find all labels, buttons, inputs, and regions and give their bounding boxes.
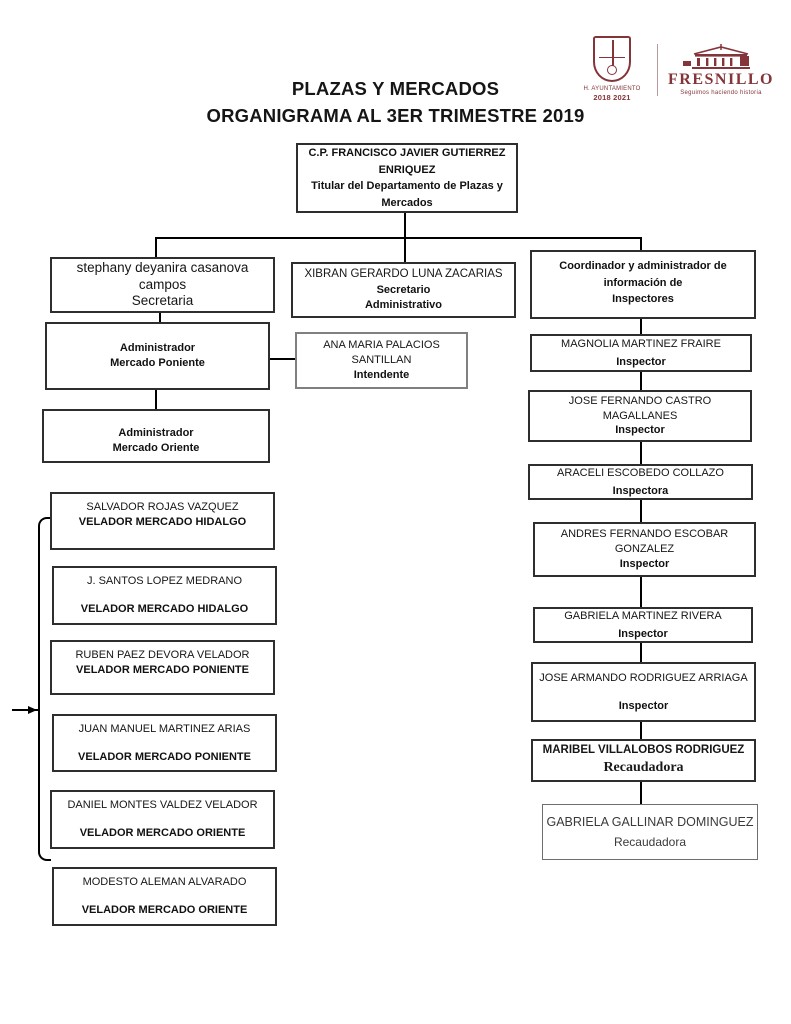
- org-box-inspector-6: JOSE ARMANDO RODRIGUEZ ARRIAGA Inspector: [531, 662, 756, 722]
- person-name: J. SANTOS LOPEZ MEDRANO: [86, 575, 243, 588]
- connector-line: [640, 499, 642, 523]
- person-name: SALVADOR ROJAS VAZQUEZ: [86, 501, 239, 513]
- connector-line: [640, 781, 642, 805]
- person-name: stephany deyanira casanova campos: [76, 259, 249, 292]
- org-box-recaudadora-1: MARIBEL VILLALOBOS RODRIGUEZ Recaudadora: [531, 739, 756, 782]
- header-logos: H. AYUNTAMIENTO 2018 2021 FRESNILLO Segu…: [576, 36, 775, 104]
- person-name: DANIEL MONTES VALDEZ VELADOR: [67, 799, 258, 812]
- person-role: VELADOR MERCADO PONIENTE: [76, 663, 249, 676]
- person-role: Inspector: [615, 424, 665, 437]
- org-box-inspector-3: ARACELI ESCOBEDO COLLAZO Inspectora: [528, 464, 753, 500]
- role-line1: Coordinador y administrador de: [559, 260, 727, 272]
- org-box-velador-3: RUBEN PAEZ DEVORA VELADOR VELADOR MERCAD…: [50, 640, 275, 695]
- person-name: ANA MARIA PALACIOS SANTILLAN: [323, 339, 440, 367]
- org-box-admin-poniente: Administrador Mercado Poniente: [45, 322, 270, 390]
- veladores-brace: [38, 517, 51, 861]
- person-name: C.P. FRANCISCO JAVIER GUTIERREZ ENRIQUEZ: [308, 147, 506, 176]
- org-box-velador-1: SALVADOR ROJAS VAZQUEZ VELADOR MERCADO H…: [50, 492, 275, 550]
- org-box-velador-2: J. SANTOS LOPEZ MEDRANO VELADOR MERCADO …: [52, 566, 277, 625]
- connector-line: [155, 237, 642, 239]
- org-box-secretario-administrativo: XIBRAN GERARDO LUNA ZACARIAS Secretario …: [291, 262, 516, 318]
- person-role-line1: Secretario: [376, 283, 431, 296]
- person-role: Secretaria: [131, 293, 194, 309]
- person-role: Recaudadora: [603, 759, 684, 775]
- role-line2: Mercado Poniente: [110, 357, 205, 369]
- brace-arrow: [28, 706, 37, 714]
- fresnillo-logo: FRESNILLO Seguimos haciendo historia: [667, 43, 775, 96]
- connector-line: [404, 212, 406, 238]
- org-box-coordinador: Coordinador y administrador de informaci…: [530, 250, 756, 319]
- person-role: Inspector: [619, 557, 670, 570]
- connector-line: [640, 721, 642, 740]
- person-name: ANDRES FERNANDO ESCOBAR GONZALEZ: [560, 528, 729, 556]
- org-box-velador-4: JUAN MANUEL MARTINEZ ARIAS VELADOR MERCA…: [52, 714, 277, 772]
- fresnillo-tagline: Seguimos haciendo historia: [680, 89, 762, 96]
- person-name: MARIBEL VILLALOBOS RODRIGUEZ: [542, 744, 745, 757]
- person-name: GABRIELA MARTINEZ RIVERA: [564, 609, 722, 622]
- org-box-intendente: ANA MARIA PALACIOS SANTILLAN Intendente: [295, 332, 468, 389]
- person-name: ARACELI ESCOBEDO COLLAZO: [557, 466, 724, 479]
- person-role: Inspector: [616, 355, 666, 368]
- person-role: VELADOR MERCADO HIDALGO: [80, 603, 249, 615]
- person-name: JOSE FERNANDO CASTRO MAGALLANES: [568, 394, 712, 422]
- page-title-line2: ORGANIGRAMA AL 3ER TRIMESTRE 2019: [206, 104, 585, 126]
- org-box-titular: C.P. FRANCISCO JAVIER GUTIERREZ ENRIQUEZ…: [296, 143, 518, 213]
- crest-shield-icon: [593, 36, 631, 82]
- connector-line: [640, 318, 642, 335]
- org-box-velador-5: DANIEL MONTES VALDEZ VELADOR VELADOR MER…: [50, 790, 275, 849]
- kiosk-building-icon: [683, 43, 750, 69]
- org-box-inspector-1: MAGNOLIA MARTINEZ FRAIRE Inspector: [530, 334, 752, 372]
- org-box-admin-oriente: Administrador Mercado Oriente: [42, 409, 270, 463]
- crest-caption-line2: 2018 2021: [593, 93, 631, 103]
- person-role: Titular del Departamento de Plazas y Mer…: [311, 180, 503, 209]
- person-name: MODESTO ALEMAN ALVARADO: [82, 876, 247, 889]
- person-role: VELADOR MERCADO PONIENTE: [78, 750, 251, 763]
- person-name: MAGNOLIA MARTINEZ FRAIRE: [561, 337, 721, 350]
- connector-line: [159, 311, 161, 323]
- org-box-inspector-4: ANDRES FERNANDO ESCOBAR GONZALEZ Inspect…: [533, 522, 756, 577]
- connector-line: [640, 441, 642, 465]
- fresnillo-wordmark: FRESNILLO: [668, 70, 774, 88]
- connector-line: [640, 642, 642, 663]
- person-role-line2: Administrativo: [364, 298, 442, 311]
- org-box-velador-6: MODESTO ALEMAN ALVARADO VELADOR MERCADO …: [52, 867, 277, 926]
- person-name: GABRIELA GALLINAR DOMINGUEZ: [546, 814, 754, 829]
- org-box-recaudadora-2: GABRIELA GALLINAR DOMINGUEZ Recaudadora: [542, 804, 758, 860]
- role-line2: Mercado Oriente: [112, 442, 200, 454]
- connector-line: [404, 237, 406, 263]
- page-title-line1: PLAZAS Y MERCADOS: [291, 78, 500, 99]
- person-name: XIBRAN GERARDO LUNA ZACARIAS: [304, 268, 503, 281]
- person-role: Inspectora: [612, 484, 669, 497]
- page-title: PLAZAS Y MERCADOS ORGANIGRAMA AL 3ER TRI…: [0, 76, 791, 130]
- connector-line: [155, 389, 157, 410]
- logo-divider: [657, 43, 658, 96]
- connector-line: [270, 358, 296, 360]
- role-line1: Administrador: [118, 427, 194, 440]
- person-role: Inspector: [618, 627, 668, 640]
- role-line1: Administrador: [119, 342, 196, 355]
- role-line3: Inspectores: [612, 293, 674, 305]
- crest-caption: H. AYUNTAMIENTO 2018 2021: [583, 85, 640, 104]
- person-name: JUAN MANUEL MARTINEZ ARIAS: [78, 722, 251, 735]
- role-line2: información de: [603, 276, 683, 289]
- person-name: RUBEN PAEZ DEVORA VELADOR: [75, 649, 250, 661]
- org-box-secretaria: stephany deyanira casanova campos Secret…: [50, 257, 275, 313]
- connector-line: [640, 237, 642, 251]
- org-box-inspector-2: JOSE FERNANDO CASTRO MAGALLANES Inspecto…: [528, 390, 752, 442]
- ayuntamiento-crest-logo: H. AYUNTAMIENTO 2018 2021: [576, 36, 648, 104]
- person-name: JOSE ARMANDO RODRIGUEZ ARRIAGA: [539, 671, 748, 684]
- connector-line: [640, 371, 642, 391]
- person-role: VELADOR MERCADO ORIENTE: [81, 904, 248, 916]
- person-role: VELADOR MERCADO ORIENTE: [79, 827, 246, 839]
- person-role: Inspector: [618, 699, 669, 712]
- org-box-inspector-5: GABRIELA MARTINEZ RIVERA Inspector: [533, 607, 753, 643]
- connector-line: [12, 709, 39, 711]
- connector-line: [640, 576, 642, 608]
- person-role: Intendente: [353, 368, 410, 381]
- person-role: Recaudadora: [613, 834, 687, 849]
- connector-line: [155, 237, 157, 258]
- crest-caption-line1: H. AYUNTAMIENTO: [583, 86, 641, 92]
- person-role: VELADOR MERCADO HIDALGO: [78, 515, 247, 528]
